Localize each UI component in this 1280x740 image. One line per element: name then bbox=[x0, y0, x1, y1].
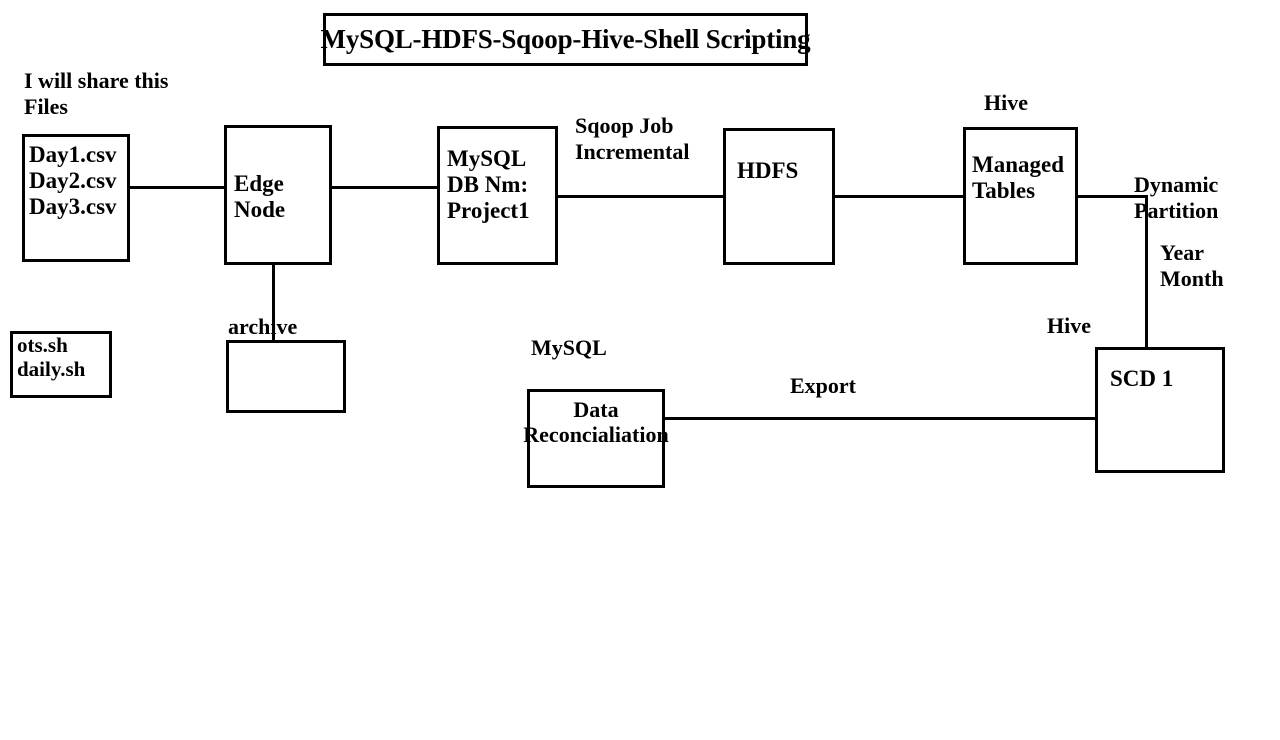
node-data-reconciliation bbox=[527, 389, 665, 488]
node-hdfs bbox=[723, 128, 835, 265]
node-archive-label: archive bbox=[228, 314, 298, 339]
partition-column-year: Year bbox=[1160, 240, 1204, 265]
edge-label-sqoop-job: Sqoop Job Incremental bbox=[575, 113, 689, 165]
node-data-reconciliation-label: Data Reconcialiation bbox=[506, 397, 686, 447]
edge-node-label-line1: Edge bbox=[234, 171, 284, 196]
partition-column-month: Month bbox=[1160, 265, 1224, 291]
mysql-db-label-line1: MySQL bbox=[447, 146, 527, 171]
node-scd1-tech-label: Hive bbox=[1047, 313, 1091, 338]
node-mysql-db-label: MySQL DB Nm: Project1 bbox=[447, 146, 530, 223]
mysql-db-label-line3: Project1 bbox=[447, 197, 530, 223]
connector-edge-node-to-archive bbox=[272, 264, 275, 342]
connector-mysql-db-to-hdfs bbox=[557, 195, 725, 198]
data-reconciliation-line2: Reconcialiation bbox=[523, 421, 669, 447]
node-source-files-label: Day1.csv Day2.csv Day3.csv bbox=[29, 142, 117, 219]
node-archive bbox=[226, 340, 346, 413]
mysql-db-label-line2: DB Nm: bbox=[447, 171, 529, 197]
share-files-note: I will share this Files bbox=[24, 68, 168, 120]
diagram-title-box bbox=[323, 13, 808, 66]
source-file-day2: Day2.csv bbox=[29, 167, 117, 193]
page-title: MySQL-HDFS-Sqoop-Hive-Shell Scripting bbox=[320, 24, 811, 55]
source-file-day3: Day3.csv bbox=[29, 193, 117, 219]
share-files-note-line1: I will share this bbox=[24, 68, 169, 93]
shell-script-ots: ots.sh bbox=[17, 333, 68, 357]
connector-managed-tables-to-scd1-horizontal bbox=[1077, 195, 1148, 198]
node-shell-scripts bbox=[10, 331, 112, 398]
edge-label-sqoop-line1: Sqoop Job bbox=[575, 113, 674, 138]
node-hive-managed-tech-label: Hive bbox=[984, 90, 1028, 115]
node-shell-scripts-label: ots.sh daily.sh bbox=[17, 333, 86, 381]
edge-label-dynamic-partition: Dynamic Partition bbox=[1134, 172, 1218, 224]
node-data-reconciliation-tech-label: MySQL bbox=[531, 335, 607, 360]
edge-label-partition-columns: Year Month bbox=[1160, 240, 1224, 292]
connector-managed-tables-to-scd1-vertical bbox=[1145, 195, 1148, 350]
node-hive-managed-tables bbox=[963, 127, 1078, 265]
node-hive-managed-tables-label: Managed Tables bbox=[972, 152, 1064, 204]
connector-hdfs-to-managed-tables bbox=[834, 195, 965, 198]
node-edge-node-label: Edge Node bbox=[234, 171, 285, 223]
connector-scd1-to-data-reconciliation bbox=[664, 417, 1097, 420]
node-hdfs-label: HDFS bbox=[737, 158, 799, 183]
connector-edge-node-to-mysql-db bbox=[331, 186, 439, 189]
connector-source-files-to-edge-node bbox=[130, 186, 226, 189]
data-reconciliation-line1: Data bbox=[573, 397, 619, 422]
dynamic-partition-line1: Dynamic bbox=[1134, 172, 1219, 197]
share-files-note-line2: Files bbox=[24, 93, 68, 119]
edge-node-label-line2: Node bbox=[234, 196, 286, 222]
managed-tables-line1: Managed bbox=[972, 152, 1064, 177]
edge-label-export: Export bbox=[790, 373, 856, 398]
source-file-day1: Day1.csv bbox=[29, 142, 117, 167]
node-scd1-label: SCD 1 bbox=[1110, 366, 1174, 391]
edge-label-sqoop-line2: Incremental bbox=[575, 138, 690, 164]
node-scd1 bbox=[1095, 347, 1225, 473]
node-mysql-db bbox=[437, 126, 558, 265]
node-edge-node bbox=[224, 125, 332, 265]
managed-tables-line2: Tables bbox=[972, 177, 1036, 203]
dynamic-partition-line2: Partition bbox=[1134, 197, 1219, 223]
node-source-files bbox=[22, 134, 130, 262]
shell-script-daily: daily.sh bbox=[17, 356, 86, 381]
